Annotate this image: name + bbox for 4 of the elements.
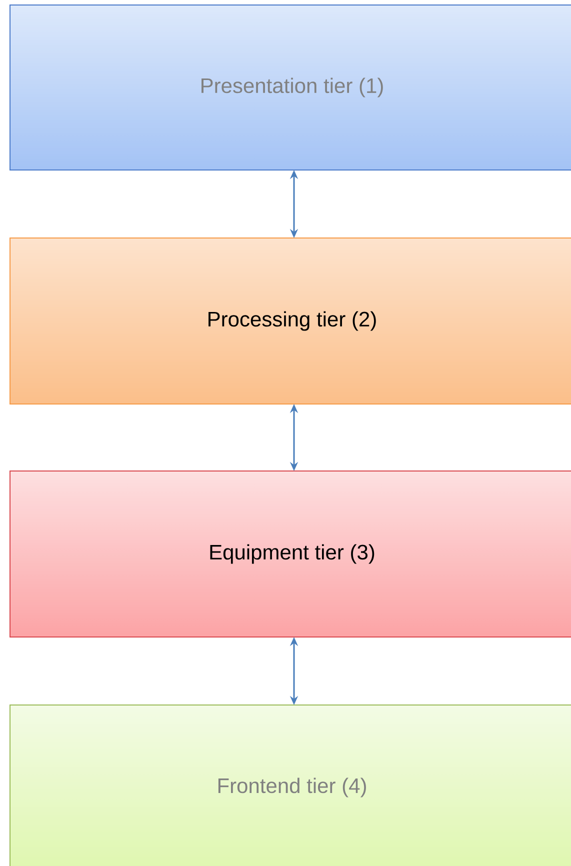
tier-box: Equipment tier (3) bbox=[10, 470, 571, 638]
tier-box: Processing tier (2) bbox=[10, 238, 571, 404]
tier-box: Frontend tier (4) bbox=[10, 704, 571, 866]
tier-box: Presentation tier (1) bbox=[10, 4, 571, 170]
